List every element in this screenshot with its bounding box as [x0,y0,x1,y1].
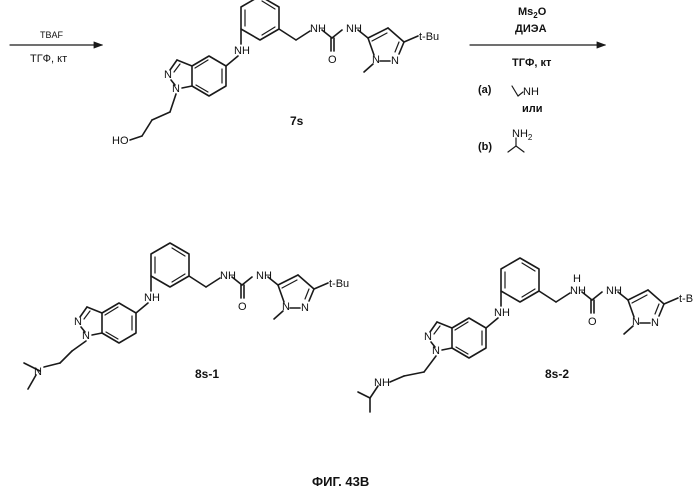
compound-7s: NH NH NH O N N t-Bu N N HO [112,0,439,147]
dimethylamino-n: N [34,366,42,378]
urea-nh-right: NH [256,270,272,282]
step1-reagent-top: TBAF [40,30,64,40]
option-or: или [522,103,543,115]
urea-oxygen: O [238,301,247,313]
urea-h-label: H [573,273,581,285]
pyrazole-n2: N [651,317,659,329]
t-bu-label: t-Bu [679,293,693,305]
urea-nh-right: NH [346,23,362,35]
pyrazole-n2: N [391,55,399,67]
indazole-n2: N [74,316,82,328]
option-a-amine: NH [523,86,539,98]
urea-nh-right: NH [606,285,622,297]
hydroxyl-label: HO [112,135,129,147]
urea-oxygen: O [328,54,337,66]
step2-reagent-bottom: ТГФ, кт [512,57,552,69]
urea-oxygen: O [588,316,597,328]
compound-8s-1: NH NH NH O N N t-Bu N N N [24,243,349,389]
compound-8s-1-label: 8s-1 [195,367,219,381]
indazole-n2: N [164,69,172,81]
aniline-nh: NH [234,45,250,57]
aniline-nh: NH [494,307,510,319]
option-b-label: (b) [478,141,492,153]
urea-nh-left: NH [220,270,236,282]
step1-arrow-group: TBAF ТГФ, кт [10,30,102,65]
pyrazole-n2: N [301,302,309,314]
pyrazole-n1: N [372,54,380,66]
figure-caption: ФИГ. 43В [312,474,369,489]
aniline-nh: NH [144,292,160,304]
t-bu-label: t-Bu [419,31,439,43]
step2-reagent-ms2o: Ms2O [518,6,547,20]
t-bu-label: t-Bu [329,278,349,290]
option-a-methyl-1 [512,86,518,96]
step2-reagent-base: ДИЭА [515,23,547,35]
option-b-bond-1 [508,146,516,152]
compound-7s-label: 7s [290,114,304,128]
compound-8s-2-label: 8s-2 [545,367,569,381]
indazole-n2: N [424,331,432,343]
option-b-bond-2 [516,146,524,152]
pyrazole-n1: N [632,316,640,328]
step1-reagent-bottom: ТГФ, кт [30,53,67,65]
urea-nh-left: NH [570,285,586,297]
pyrazole-n1: N [282,301,290,313]
compound-8s-2: NH NH H NH O N N t-Bu N N NH [358,258,693,412]
urea-nh-left: NH [310,23,326,35]
option-b-amine: NH2 [512,128,533,142]
option-a-label: (a) [478,84,492,96]
isopropylamino-nh: NH [374,377,390,389]
step2-arrow-group: Ms2O ДИЭА ТГФ, кт (a) NH или (b) NH2 [470,6,605,153]
indazole-n1: N [172,83,180,95]
